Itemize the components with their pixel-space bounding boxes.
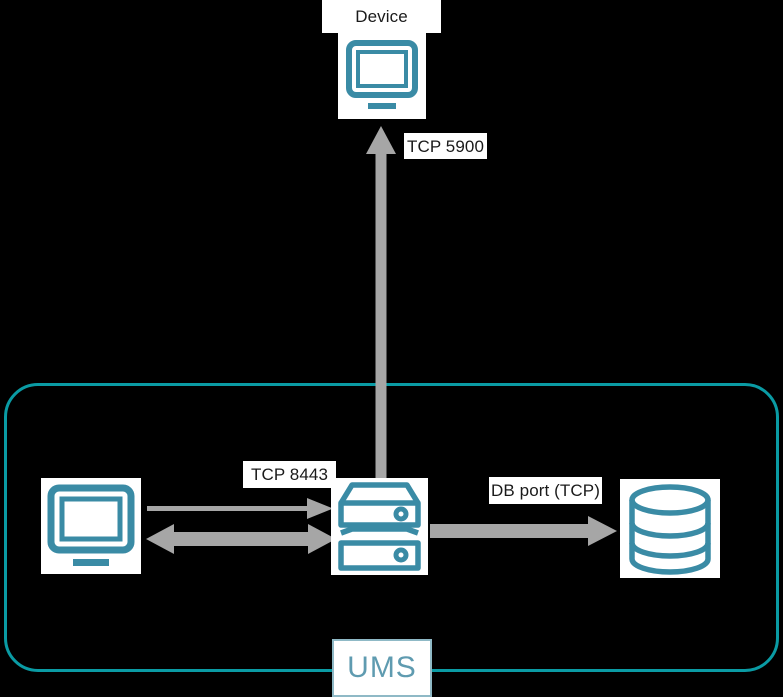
device-label: Device [355,7,408,26]
ums-badge: UMS [332,639,432,697]
client-icon-plate [41,478,141,574]
dbport-label: DB port (TCP) [491,481,600,500]
monitor-icon [346,40,418,109]
dbport-label-plate: DB port (TCP) [489,477,602,504]
server-icon [338,482,421,571]
device-label-plate: Device [322,0,441,33]
tcp5900-label-plate: TCP 5900 [404,133,487,159]
monitor-icon [47,484,135,566]
tcp8443-label: TCP 8443 [250,465,329,484]
arrow-client-server-bidirectional [146,524,336,554]
arrow-client-to-server-thin [147,498,333,519]
arrow-server-to-device [366,126,396,484]
tcp5900-label: TCP 5900 [406,136,485,156]
ums-badge-label: UMS [347,651,417,684]
arrow-server-to-database [430,516,617,546]
database-icon [629,484,711,575]
tcp8443-label-plate: TCP 8443 [243,461,336,488]
